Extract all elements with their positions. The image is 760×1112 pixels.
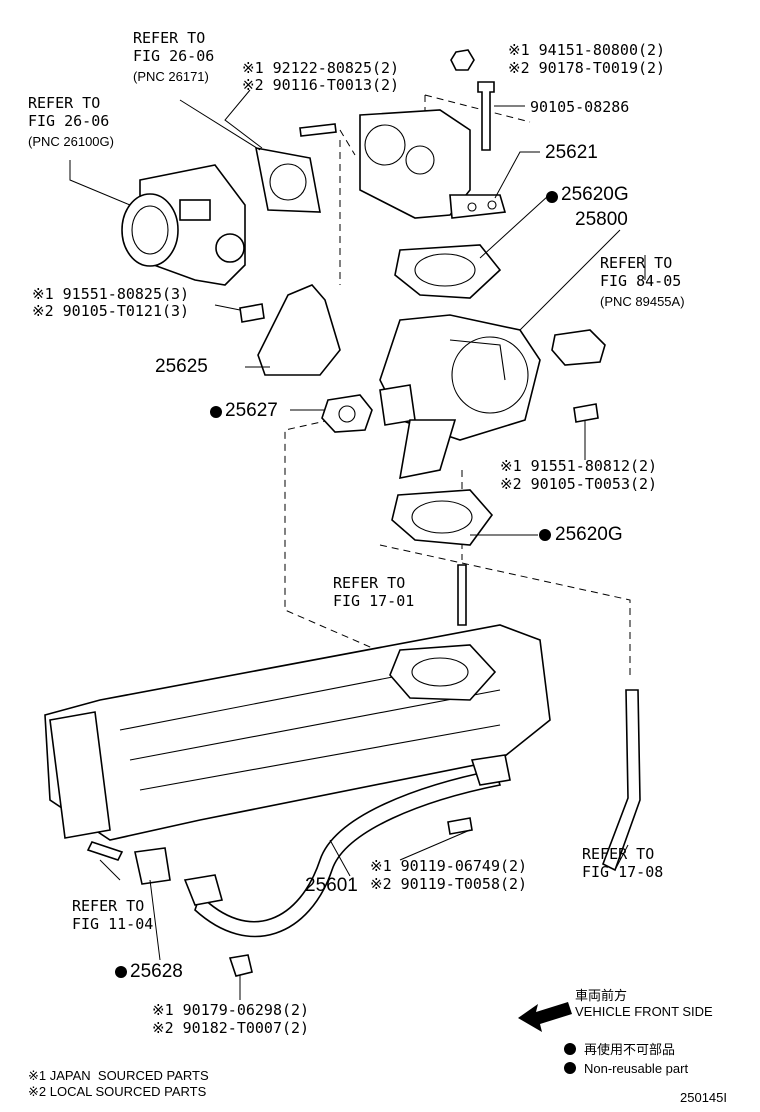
leader-ref-gasket	[179, 99, 261, 151]
ref-engine-2: FIG 11-04	[72, 915, 154, 933]
code-194151: ※1 94151-80800(2)	[508, 41, 666, 59]
code-191551b: ※1 91551-80812(2)	[500, 457, 658, 475]
bolt-right	[573, 403, 599, 423]
sensor-connector	[551, 329, 606, 366]
ref-hose-2: FIG 17-08	[582, 863, 664, 881]
leader-ref-engine	[99, 859, 121, 881]
stud-center	[457, 564, 467, 626]
leader-25628	[149, 879, 161, 961]
code-192122: ※1 92122-80825(2)	[242, 59, 400, 77]
legend-nonreusable-en: Non-reusable part	[584, 1061, 689, 1076]
front-arrow-icon	[518, 1002, 572, 1032]
leader-25621	[494, 151, 540, 199]
leader-90119	[399, 829, 471, 861]
part-25800: 25800	[575, 209, 628, 230]
egr-hose	[601, 689, 641, 872]
ref-hose-1: REFER TO	[582, 845, 655, 863]
direction-jp: 車両前方	[575, 988, 628, 1003]
note-local-sourced: ※2 LOCAL SOURCED PARTS	[28, 1084, 207, 1099]
gasket-25628	[134, 847, 171, 885]
nut-top	[450, 49, 475, 71]
part-25625: 25625	[155, 356, 208, 377]
nonreusable-dot-25627	[210, 406, 222, 418]
ref-sensor-1: REFER TO	[600, 254, 673, 272]
assembly-line-throttle	[339, 129, 356, 285]
egr-pipe-25601	[183, 754, 511, 938]
leader-25620G-top	[479, 195, 549, 259]
part-25628: 25628	[130, 961, 183, 982]
code-191551a: ※1 91551-80825(3)	[32, 285, 190, 303]
ref-manifold-1: REFER TO	[333, 574, 406, 592]
code-190119: ※1 90119-06749(2)	[370, 857, 528, 875]
ref-throttle-2: FIG 26-06	[28, 112, 110, 130]
bracket-25625	[257, 284, 341, 376]
ref-gasket-2: FIG 26-06	[133, 47, 215, 65]
gasket-top	[254, 146, 321, 213]
assembly-line-right	[379, 544, 631, 680]
stud-bottom	[86, 841, 124, 861]
part-25620G-bottom: 25620G	[555, 524, 623, 545]
code-190179: ※1 90179-06298(2)	[152, 1001, 310, 1019]
legend-dot-jp	[564, 1043, 576, 1055]
throttle-body	[121, 164, 246, 286]
part-25620G-top: 25620G	[561, 184, 629, 205]
legend-nonreusable-jp: 再使用不可部品	[584, 1042, 676, 1057]
code-290105b: ※2 90105-T0053(2)	[500, 475, 658, 493]
bolt-pipe	[447, 817, 473, 835]
ref-gasket-3: (PNC 26171)	[133, 69, 209, 84]
nut-bottom	[228, 954, 253, 977]
leader-25800	[519, 229, 621, 331]
nonreusable-dot-25628	[115, 966, 127, 978]
code-290178: ※2 90178-T0019(2)	[508, 59, 666, 77]
figure-id: 250145I	[680, 1090, 727, 1105]
stud-top	[299, 123, 337, 137]
egr-valve-25800	[379, 314, 541, 480]
assembly-line-left	[284, 419, 401, 661]
bolt-left	[239, 303, 265, 323]
code-290105a: ※2 90105-T0121(3)	[32, 302, 190, 320]
ref-throttle-1: REFER TO	[28, 94, 101, 112]
leader-ref-throttle	[69, 160, 131, 206]
leader-ref-hose	[614, 844, 629, 871]
leader-91551a	[214, 304, 241, 311]
leader-codes-top	[224, 89, 263, 149]
bolt-90105	[477, 81, 495, 151]
leader-25601	[329, 839, 351, 877]
ref-sensor-3: (PNC 89455A)	[600, 294, 685, 309]
nonreusable-dot-25620G-top	[546, 191, 558, 203]
note-japan-sourced: ※1 JAPAN SOURCED PARTS	[28, 1068, 209, 1083]
intake-manifold	[44, 624, 551, 841]
ref-throttle-3: (PNC 26100G)	[28, 134, 114, 149]
code-90105: 90105-08286	[530, 98, 630, 116]
egr-elbow-25621	[359, 109, 507, 219]
direction-en: VEHICLE FRONT SIDE	[575, 1004, 713, 1019]
gasket-25627	[321, 394, 373, 433]
ref-gasket-1: REFER TO	[133, 29, 206, 47]
code-290119: ※2 90119-T0058(2)	[370, 875, 528, 893]
nonreusable-dot-25620G-bottom	[539, 529, 551, 541]
code-290116: ※2 90116-T0013(2)	[242, 76, 400, 94]
gasket-25620G-top	[394, 244, 502, 299]
part-25601: 25601	[305, 875, 358, 896]
code-290182: ※2 90182-T0007(2)	[152, 1019, 310, 1037]
part-25627: 25627	[225, 400, 278, 421]
gasket-25620G-bottom	[391, 489, 494, 546]
ref-sensor-2: FIG 84-05	[600, 272, 682, 290]
legend-dot-en	[564, 1062, 576, 1074]
ref-manifold-2: FIG 17-01	[333, 592, 415, 610]
ref-engine-1: REFER TO	[72, 897, 145, 915]
part-25621: 25621	[545, 142, 598, 163]
